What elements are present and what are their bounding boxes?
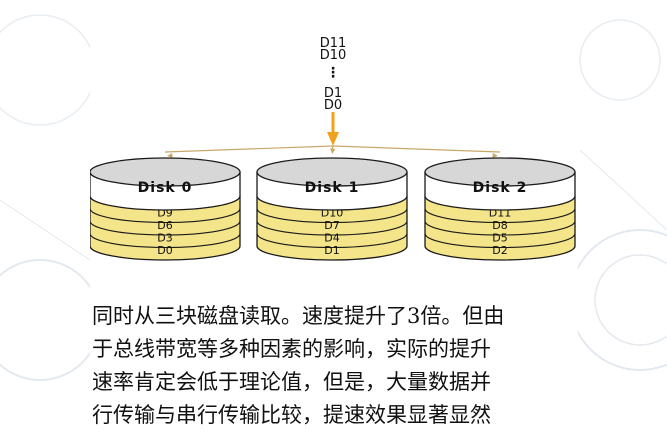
arrow-to-disk-0 bbox=[164, 145, 334, 153]
disk-2-name: Disk 2 bbox=[473, 180, 528, 196]
arrow-head-disk-1 bbox=[330, 148, 336, 155]
disk-0-body bbox=[90, 195, 241, 261]
disk-2-block-2: D5 bbox=[492, 232, 507, 245]
disk-2-block-3: D2 bbox=[492, 244, 507, 257]
distribution-arrows bbox=[164, 145, 501, 159]
disk-1-block-sep-1 bbox=[256, 220, 408, 236]
stream-arrow-head bbox=[327, 132, 339, 146]
disk-1-block-sep-0 bbox=[256, 208, 408, 224]
stream-label-d1: D1 bbox=[324, 86, 342, 101]
disk-0-block-sep-0 bbox=[90, 208, 241, 224]
stream-label-d10: D10 bbox=[320, 48, 347, 63]
disk-0-block-sep-2 bbox=[90, 233, 241, 249]
caption-line-4: 行传输与串行传输比较，提速效果显著显然 bbox=[92, 403, 491, 427]
arrow-to-disk-2 bbox=[332, 145, 501, 153]
caption-line-3: 速率肯定会低于理论值，但是，大量数据并 bbox=[92, 370, 491, 394]
disk-0-name: Disk 0 bbox=[138, 180, 193, 196]
disk-2-block-1: D8 bbox=[492, 219, 507, 232]
disk-0-block-1: D6 bbox=[157, 219, 172, 232]
disk-1-block-3: D1 bbox=[324, 244, 339, 257]
stream-ellipsis: ⋮ bbox=[326, 65, 340, 81]
caption-line-1: 同时从三块磁盘读取。速度提升了3倍。但由 bbox=[92, 304, 505, 328]
disk-0-block-2: D3 bbox=[157, 232, 172, 245]
disk-1-body bbox=[256, 195, 408, 261]
disk-2-block-sep-2 bbox=[424, 233, 576, 249]
disk-1-block-1: D7 bbox=[324, 219, 339, 232]
caption-line-2: 于总线带宽等多种因素的影响，实际的提升 bbox=[92, 337, 491, 361]
arrow-head-disk-0 bbox=[166, 152, 173, 159]
disk-0-block-sep-1 bbox=[90, 220, 241, 236]
disk-0-block-3: D0 bbox=[157, 244, 172, 257]
stream-label-d0: D0 bbox=[324, 98, 342, 113]
disk-2-body bbox=[424, 195, 576, 261]
disk-2-block-sep-0 bbox=[424, 208, 576, 224]
disk-2-block-sep-1 bbox=[424, 220, 576, 236]
disk-1-block-sep-2 bbox=[256, 233, 408, 249]
disk-2-cap-top bbox=[424, 157, 576, 187]
caption-text: 同时从三块磁盘读取。速度提升了3倍。但由 于总线带宽等多种因素的影响，实际的提升… bbox=[92, 300, 592, 432]
disk-1-name: Disk 1 bbox=[305, 180, 360, 196]
stream-label-d11: D11 bbox=[320, 36, 347, 51]
disk-1-block-2: D4 bbox=[324, 232, 339, 245]
disk-1-cap-top bbox=[256, 157, 408, 187]
disk-0-cap-top bbox=[90, 157, 241, 187]
arrow-head-disk-2 bbox=[492, 152, 499, 159]
